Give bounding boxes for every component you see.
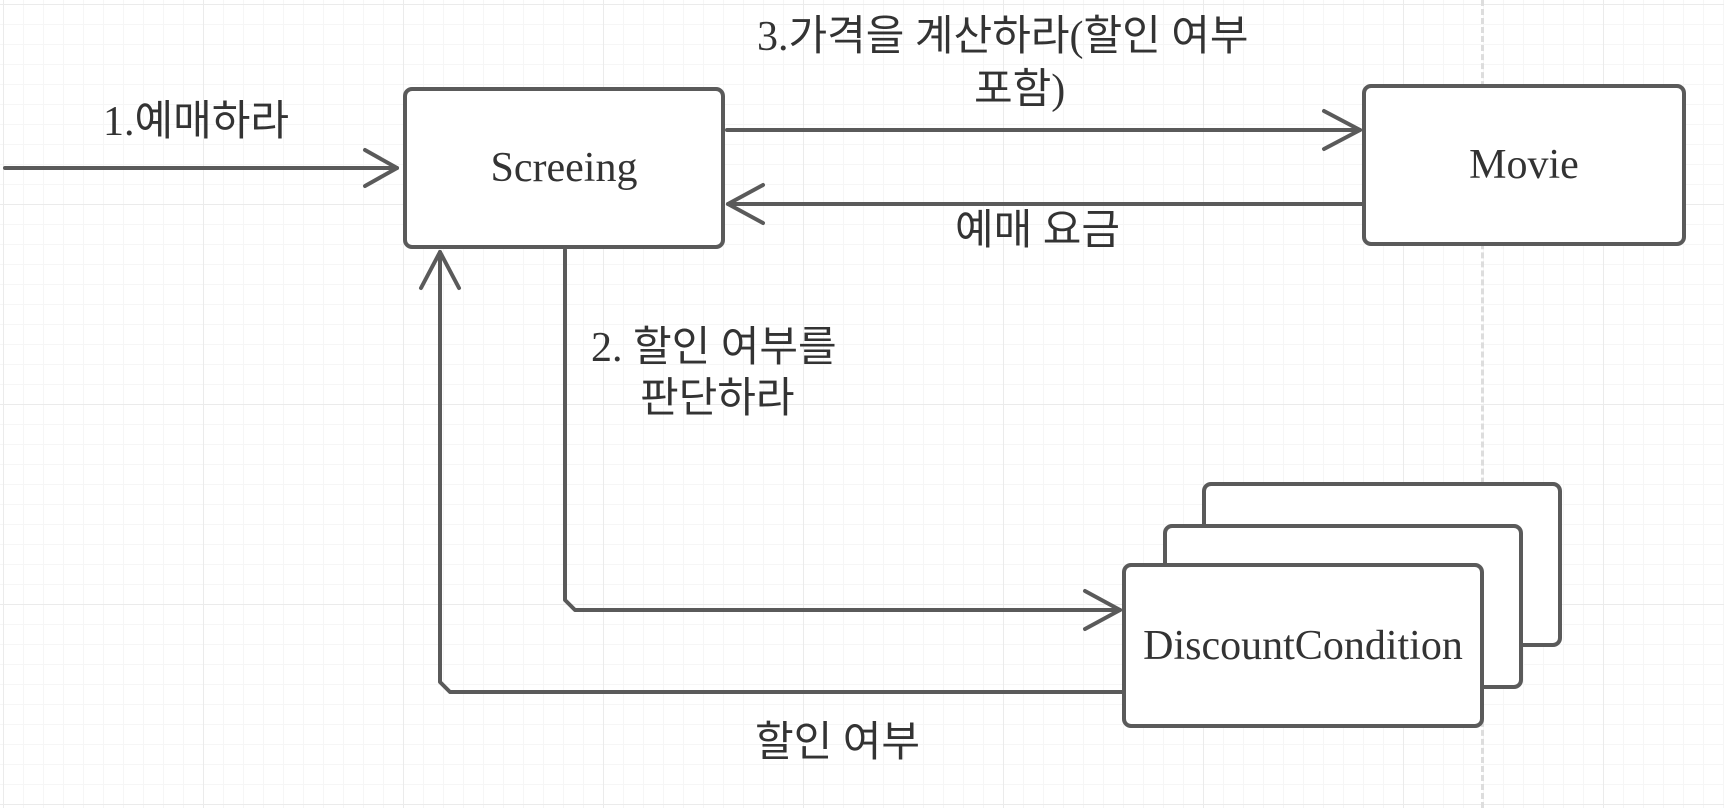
arrow-return-discount[interactable]: [438, 250, 1124, 694]
message-2-label-line1: 2. 할인 여부를: [591, 325, 837, 371]
arrowhead-return-fee: [726, 183, 765, 225]
screening-node[interactable]: Screeing: [403, 87, 725, 249]
arrowhead-return-discount: [419, 250, 461, 290]
vertical-guide-line: [1481, 0, 1484, 808]
discount-condition-node[interactable]: DiscountCondition: [1122, 563, 1484, 728]
movie-node-label: Movie: [1469, 142, 1579, 188]
return-fee-label: 예매 요금: [955, 208, 1121, 254]
arrowhead-judge-discount: [1083, 589, 1122, 631]
message-2-label-line2: 판단하라: [640, 376, 795, 422]
discount-condition-node-label: DiscountCondition: [1143, 622, 1463, 669]
message-3-label-line1: 3.가격을 계산하라(할인 여부: [757, 14, 1249, 60]
arrowhead-book: [363, 148, 399, 188]
screening-node-label: Screeing: [490, 145, 638, 191]
movie-node[interactable]: Movie: [1362, 84, 1686, 246]
message-3-label-line2: 포함): [974, 67, 1066, 113]
return-discount-label: 할인 여부: [755, 720, 921, 766]
arrowhead-calculate-price: [1322, 109, 1362, 151]
message-1-label: 1.예매하라: [103, 99, 290, 145]
arrow-judge-discount-message[interactable]: [563, 248, 1122, 612]
